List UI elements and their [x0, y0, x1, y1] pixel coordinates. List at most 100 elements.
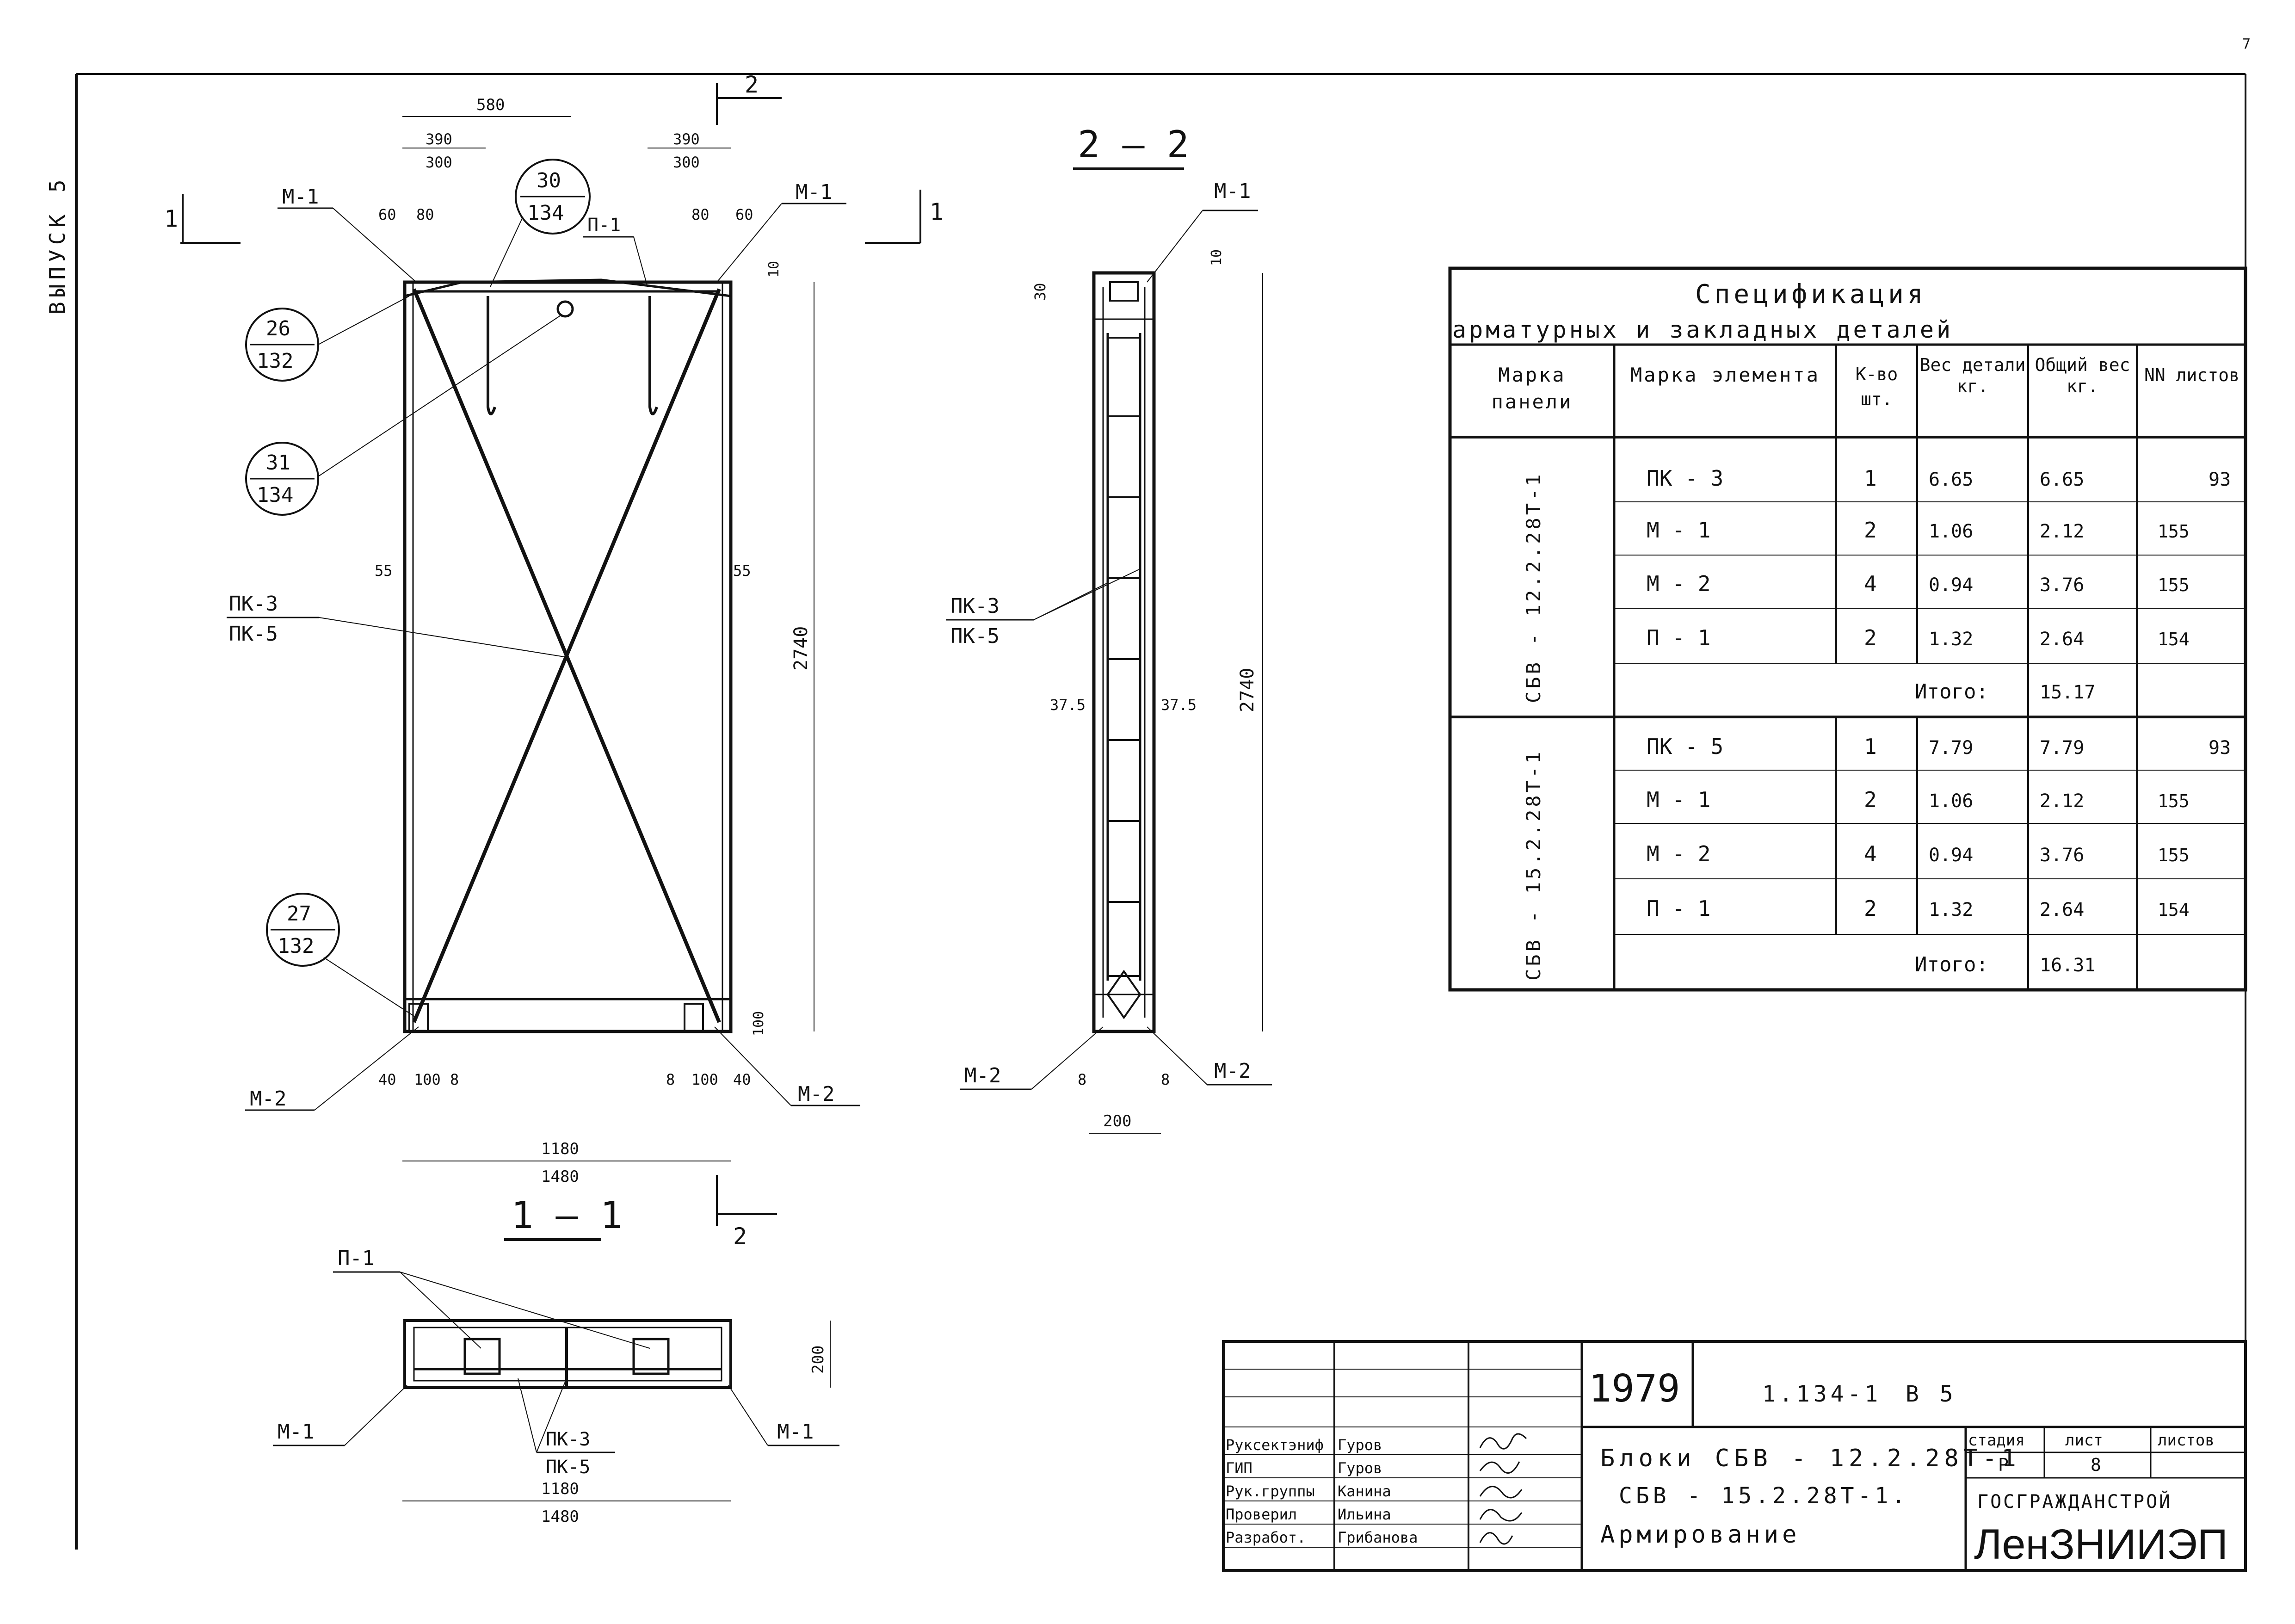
- svg-text:2: 2: [1864, 625, 1877, 650]
- signature-marks: [1479, 1433, 1527, 1545]
- dim-40-right: 40: [733, 1071, 751, 1088]
- label-m1-left: М-1: [282, 185, 319, 209]
- section-mark-2-bottom: 2: [716, 1175, 777, 1250]
- label-m2-left-section22: М-2: [964, 1064, 1001, 1087]
- dim-390-left: 390: [426, 130, 452, 148]
- total-label-1: Итого:: [1915, 680, 1988, 704]
- title-line-1: Блоки СБВ - 12.2.28Т-1: [1600, 1445, 2021, 1472]
- svg-text:2.64: 2.64: [2040, 899, 2084, 920]
- svg-text:7.79: 7.79: [1929, 737, 1973, 759]
- dim-1180-section11: 1180: [541, 1480, 579, 1498]
- header-total-weight: Общий вес кг.: [2035, 355, 2130, 396]
- spec-row: М - 1 2 1.06 2.12 155: [1647, 787, 2190, 812]
- dim-30-section22: 30: [1031, 283, 1049, 301]
- spec-row: ПК - 5 1 7.79 7.79 93: [1647, 734, 2231, 759]
- svg-text:132: 132: [257, 349, 293, 373]
- svg-text:0.94: 0.94: [1929, 845, 1973, 866]
- svg-text:2.12: 2.12: [2040, 521, 2084, 542]
- svg-text:155: 155: [2158, 521, 2190, 542]
- svg-text:М - 1: М - 1: [1647, 787, 1710, 812]
- balloon-27-132: 27 132: [266, 893, 417, 1018]
- balloon-31-134: 31 134: [245, 314, 562, 516]
- svg-text:6.65: 6.65: [2040, 469, 2084, 490]
- svg-text:4: 4: [1864, 841, 1877, 866]
- svg-text:7.79: 7.79: [2040, 737, 2084, 759]
- dim-300-right: 300: [673, 154, 700, 171]
- label-pk5-section22: ПК-5: [950, 624, 999, 648]
- svg-text:1.06: 1.06: [1929, 790, 1973, 812]
- total-value-1: 15.17: [2040, 682, 2095, 703]
- dim-80-left: 80: [416, 206, 434, 223]
- dim-60-left: 60: [378, 206, 396, 223]
- label-m1-left-section11: М-1: [278, 1420, 314, 1444]
- dim-300-left: 300: [426, 154, 452, 171]
- svg-text:26: 26: [266, 317, 290, 340]
- svg-text:31: 31: [266, 451, 290, 475]
- svg-text:155: 155: [2158, 845, 2190, 865]
- svg-text:1.32: 1.32: [1929, 629, 1973, 650]
- dim-100-right-bottom: 100: [691, 1071, 718, 1088]
- svg-text:134: 134: [257, 483, 293, 507]
- label-m2-left: М-2: [250, 1087, 286, 1111]
- svg-text:1: 1: [1864, 466, 1877, 491]
- dim-2740-plan: 2740: [790, 626, 812, 671]
- label-m2-right-section22: М-2: [1214, 1059, 1251, 1083]
- svg-text:93: 93: [2209, 737, 2231, 759]
- dim-2740-section22: 2740: [1237, 668, 1258, 712]
- dim-10-plan: 10: [766, 261, 782, 278]
- header-panel-mark: Марка панели: [1491, 364, 1573, 413]
- svg-text:2: 2: [733, 1223, 747, 1250]
- title-line-3: Армирование: [1600, 1521, 1800, 1549]
- dim-390-right: 390: [673, 130, 700, 148]
- label-pk3-plan: ПК-3: [229, 592, 278, 616]
- panel-mark-1: СБВ - 12.2.28Т-1: [1522, 471, 1545, 703]
- header-part-weight: Вес детали кг.: [1919, 355, 2026, 396]
- svg-text:ПК - 3: ПК - 3: [1647, 466, 1723, 491]
- label-m1-section22: М-1: [1214, 179, 1251, 203]
- dim-580: 580: [476, 96, 505, 114]
- svg-text:1.32: 1.32: [1929, 899, 1973, 920]
- svg-text:П - 1: П - 1: [1647, 625, 1710, 650]
- sheets-header: листов: [2158, 1431, 2215, 1450]
- staff-row: Рук.группы Канина: [1226, 1482, 1391, 1500]
- dim-55-right: 55: [733, 562, 751, 580]
- organization-1: ГОСГРАЖДАНСТРОЙ: [1977, 1490, 2172, 1513]
- label-m1-right: М-1: [796, 180, 832, 204]
- svg-text:2.12: 2.12: [2040, 790, 2084, 812]
- section-1-1: 1 — 1 П-1 М-1 М-1 ПК-3 ПК-5 200 1180 148…: [273, 1194, 839, 1526]
- dim-100-right: 100: [751, 1011, 767, 1036]
- svg-text:М - 2: М - 2: [1647, 841, 1710, 866]
- label-pk3-section11: ПК-3: [546, 1429, 590, 1450]
- organization-2: ЛенЗНИИЭП: [1974, 1521, 2228, 1568]
- title-block: 1979 1.134-1 В 5 Руксектэниф Гуров ГИП Г…: [1222, 1340, 2247, 1572]
- spec-row: ПК - 3 1 6.65 6.65 93: [1647, 466, 2231, 491]
- svg-text:Гуров: Гуров: [1338, 1436, 1382, 1454]
- document-code: 1.134-1: [1762, 1381, 1882, 1407]
- header-element-mark: Марка элемента: [1630, 364, 1820, 386]
- dim-60-right: 60: [735, 206, 753, 223]
- section-1-1-title: 1 — 1: [511, 1194, 623, 1237]
- svg-text:П - 1: П - 1: [1647, 896, 1710, 921]
- dim-10-section22: 10: [1209, 249, 1225, 266]
- section-mark-2-top: 2: [716, 71, 782, 125]
- sheet-value: 8: [2091, 1455, 2101, 1475]
- staff-row: Проверил Ильина: [1226, 1506, 1391, 1523]
- spec-row: М - 2 4 0.94 3.76 155: [1647, 571, 2190, 596]
- section-2-2-title: 2 — 2: [1078, 123, 1189, 166]
- label-pk3-section22: ПК-3: [950, 594, 999, 618]
- label-pk5-plan: ПК-5: [229, 622, 278, 646]
- dim-37-5-right: 37.5: [1161, 696, 1197, 714]
- spec-title-1: Спецификация: [1695, 279, 1927, 309]
- spec-row: М - 2 4 0.94 3.76 155: [1647, 841, 2190, 866]
- svg-text:М - 1: М - 1: [1647, 518, 1710, 543]
- issue-number: В 5: [1906, 1381, 1957, 1407]
- svg-text:30: 30: [537, 169, 561, 192]
- dim-40-left: 40: [378, 1071, 396, 1088]
- svg-text:Разработ.: Разработ.: [1226, 1529, 1306, 1546]
- header-sheet-numbers: NN листов: [2144, 365, 2239, 385]
- svg-text:1: 1: [930, 198, 944, 225]
- svg-text:3.76: 3.76: [2040, 845, 2084, 866]
- stage-header: стадия: [1968, 1431, 2025, 1450]
